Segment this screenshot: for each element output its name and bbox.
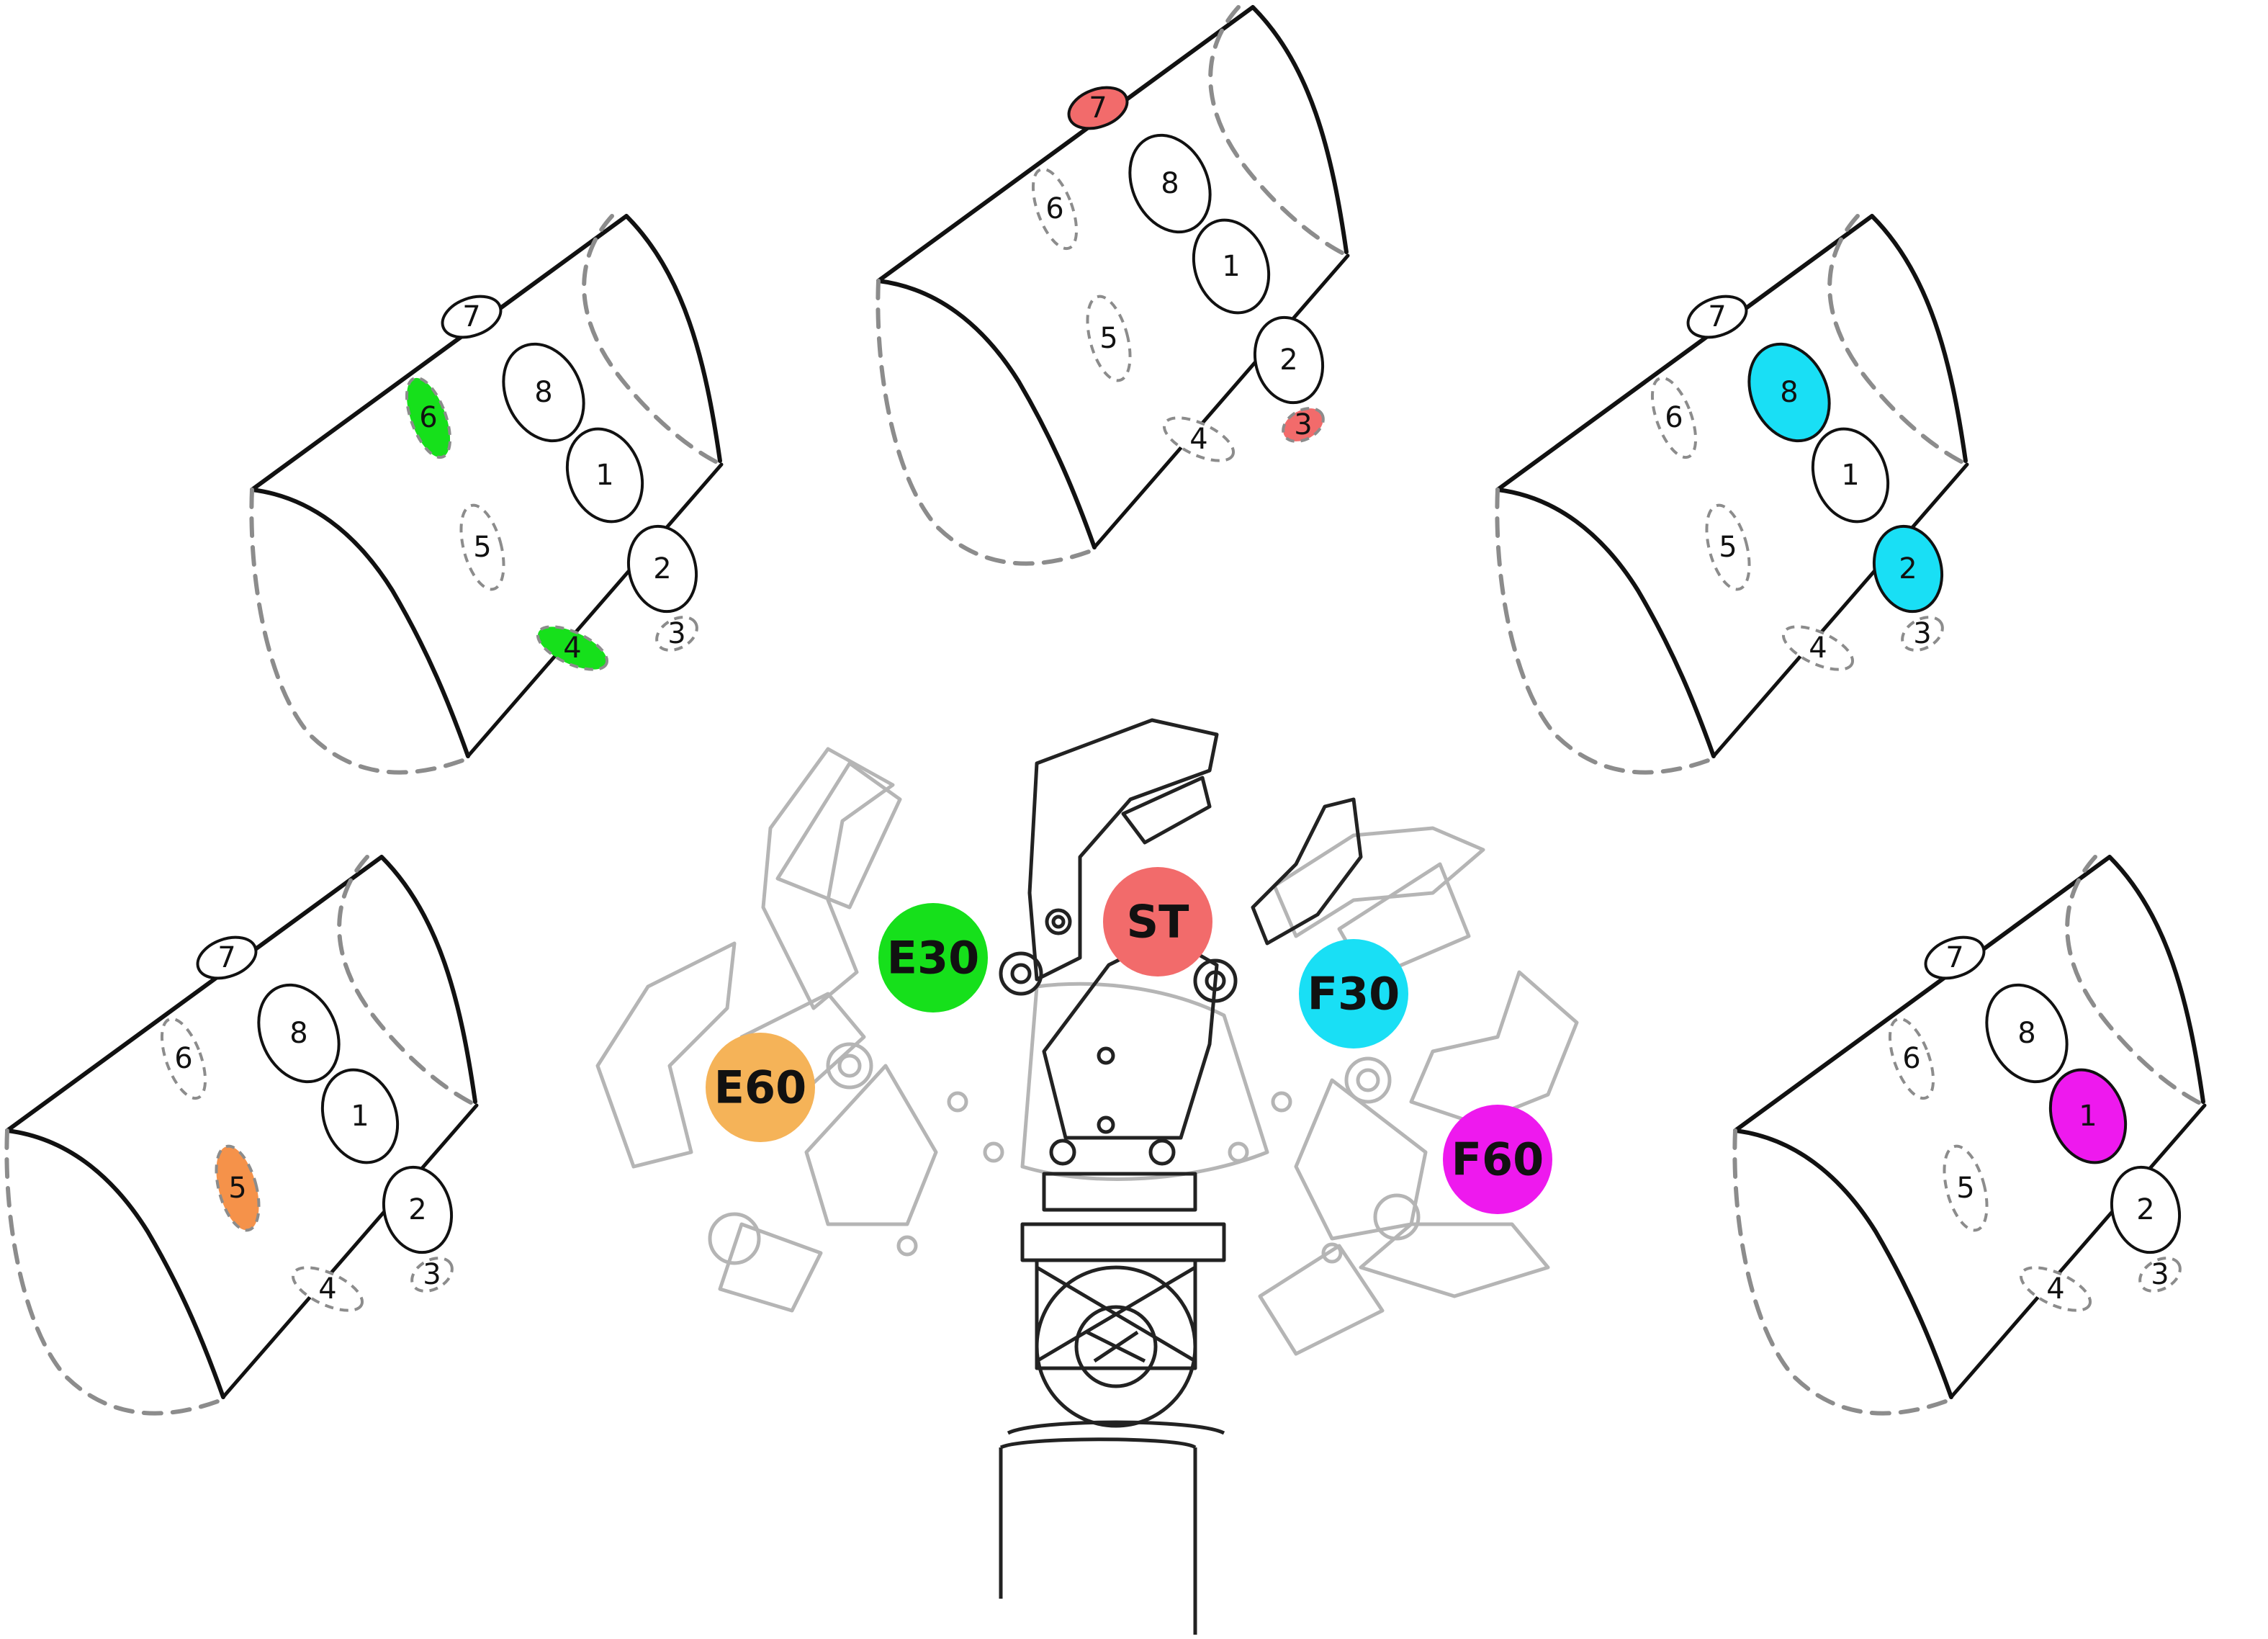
sensor-pad-7: 7 (196, 935, 258, 980)
sensor-pad-6: 6 (1888, 1017, 1935, 1100)
sensor-pad-label: 1 (1841, 459, 1859, 492)
sensor-pad-6: 6 (1650, 376, 1698, 459)
sensor-pad-label: 2 (1899, 552, 1917, 585)
sensor-pad-4: 4 (1162, 416, 1236, 462)
position-label-e30: E30 (887, 932, 980, 984)
sensor-pad-5: 5 (459, 503, 505, 591)
sensor-pad-7: 7 (1686, 295, 1748, 339)
sensor-pad-1: 1 (320, 1068, 400, 1164)
sensor-pad-label: 4 (2046, 1272, 2064, 1306)
sensor-pad-1: 1 (565, 427, 644, 524)
sensor-pad-label: 5 (1719, 531, 1737, 564)
sensor-pad-label: 1 (1222, 250, 1240, 283)
position-label-e60: E60 (714, 1061, 807, 1114)
sensor-pad-label: 4 (563, 632, 581, 665)
sensor-pad-3: 3 (1282, 407, 1325, 443)
sensor-pad-label: 1 (2079, 1100, 2097, 1133)
sensor-pad-5: 5 (1086, 295, 1132, 382)
sensor-pad-label: 5 (1099, 322, 1117, 355)
sensor-pad-label: 3 (1913, 617, 1931, 650)
sensor-panel-f30: 1 2 3 4 5 6 7 8 (1497, 216, 1967, 773)
position-label-f30: F30 (1308, 968, 1400, 1020)
sensor-pad-4: 4 (291, 1266, 364, 1312)
sensor-pad-8: 8 (1985, 983, 2069, 1084)
sensor-pad-2: 2 (2110, 1165, 2182, 1254)
sensor-pad-label: 3 (2151, 1258, 2169, 1291)
sensor-pad-8: 8 (1747, 342, 1831, 443)
sensor-pad-8: 8 (502, 342, 585, 443)
gripper-illustration: ST E30 F30 E60 F60 (595, 718, 1579, 1635)
sensor-panel-e60: 1 2 3 4 5 6 7 8 (6, 857, 477, 1414)
sensor-pad-6: 6 (405, 376, 452, 459)
sensor-pad-label: 8 (1780, 376, 1798, 409)
sensor-pad-label: 6 (174, 1042, 192, 1075)
sensor-pad-3: 3 (655, 616, 698, 652)
sensor-pad-label: 6 (419, 401, 437, 434)
sensor-pad-3: 3 (2138, 1257, 2182, 1293)
sensor-pad-label: 2 (653, 552, 671, 585)
sensor-panel-f60: 1 2 3 4 5 6 7 8 (1734, 857, 2205, 1414)
sensor-pad-label: 8 (1161, 167, 1179, 200)
sensor-pad-4: 4 (536, 625, 609, 671)
position-marker-e60: E60 (706, 1033, 815, 1142)
position-marker-st: ST (1103, 867, 1212, 976)
sensor-pad-label: 7 (1708, 300, 1726, 333)
position-marker-f30: F30 (1299, 939, 1408, 1048)
sensor-pad-label: 6 (1665, 401, 1683, 434)
sensor-pad-5: 5 (1943, 1144, 1989, 1232)
position-label-st: ST (1127, 896, 1189, 948)
sensor-pad-label: 5 (1956, 1172, 1974, 1205)
sensor-pad-label: 6 (1902, 1042, 1920, 1075)
sensor-pad-7: 7 (441, 295, 503, 339)
sensor-pad-8: 8 (257, 983, 341, 1084)
sensor-pad-7: 7 (1067, 86, 1129, 130)
sensor-pad-label: 8 (289, 1017, 307, 1050)
sensor-pad-2: 2 (1253, 315, 1325, 405)
sensor-pad-label: 8 (534, 376, 552, 409)
sensor-panel-st: 1 2 3 4 5 6 7 8 (878, 7, 1348, 564)
sensor-pad-label: 5 (228, 1172, 246, 1205)
sensor-pad-8: 8 (1128, 133, 1212, 234)
sensor-pad-label: 8 (2017, 1017, 2035, 1050)
sensor-pad-label: 4 (318, 1272, 336, 1306)
sensor-pad-1: 1 (1811, 427, 1890, 524)
sensor-pad-label: 3 (423, 1258, 441, 1291)
sensor-pad-2: 2 (382, 1165, 454, 1254)
sensor-pad-label: 7 (1945, 941, 1963, 974)
sensor-pad-label: 2 (408, 1193, 426, 1226)
sensor-pad-label: 3 (1294, 408, 1312, 441)
sensor-pad-5: 5 (215, 1144, 261, 1232)
sensor-pad-label: 3 (667, 617, 685, 650)
sensor-pad-label: 5 (473, 531, 491, 564)
position-marker-e30: E30 (878, 903, 988, 1012)
sensor-pad-label: 7 (217, 941, 235, 974)
sensor-pad-label: 6 (1045, 192, 1063, 225)
sensor-pad-label: 4 (1809, 632, 1827, 665)
sensor-pad-1: 1 (2048, 1068, 2128, 1164)
sensor-pad-5: 5 (1705, 503, 1751, 591)
sensor-pad-4: 4 (2019, 1266, 2092, 1312)
sensor-pad-label: 7 (462, 300, 480, 333)
sensor-pad-label: 7 (1089, 91, 1107, 125)
sensor-pad-7: 7 (1924, 935, 1986, 980)
sensor-pad-label: 1 (595, 459, 613, 492)
sensor-pad-label: 2 (1279, 343, 1297, 377)
sensor-pad-2: 2 (626, 524, 698, 614)
position-label-f60: F60 (1452, 1133, 1544, 1186)
sensor-pad-4: 4 (1781, 625, 1855, 671)
sensor-pad-2: 2 (1872, 524, 1944, 614)
sensor-pad-3: 3 (1901, 616, 1944, 652)
sensor-pad-1: 1 (1192, 218, 1271, 315)
sensor-pad-3: 3 (410, 1257, 454, 1293)
sensor-pad-label: 4 (1189, 423, 1207, 456)
sensor-pad-label: 1 (351, 1100, 369, 1133)
sensor-pad-label: 2 (2136, 1193, 2154, 1226)
sensor-panel-e30: 1 2 3 4 5 6 7 8 (251, 216, 721, 773)
sensor-pad-6: 6 (160, 1017, 207, 1100)
position-marker-f60: F60 (1443, 1105, 1552, 1214)
sensor-pad-6: 6 (1031, 167, 1079, 251)
